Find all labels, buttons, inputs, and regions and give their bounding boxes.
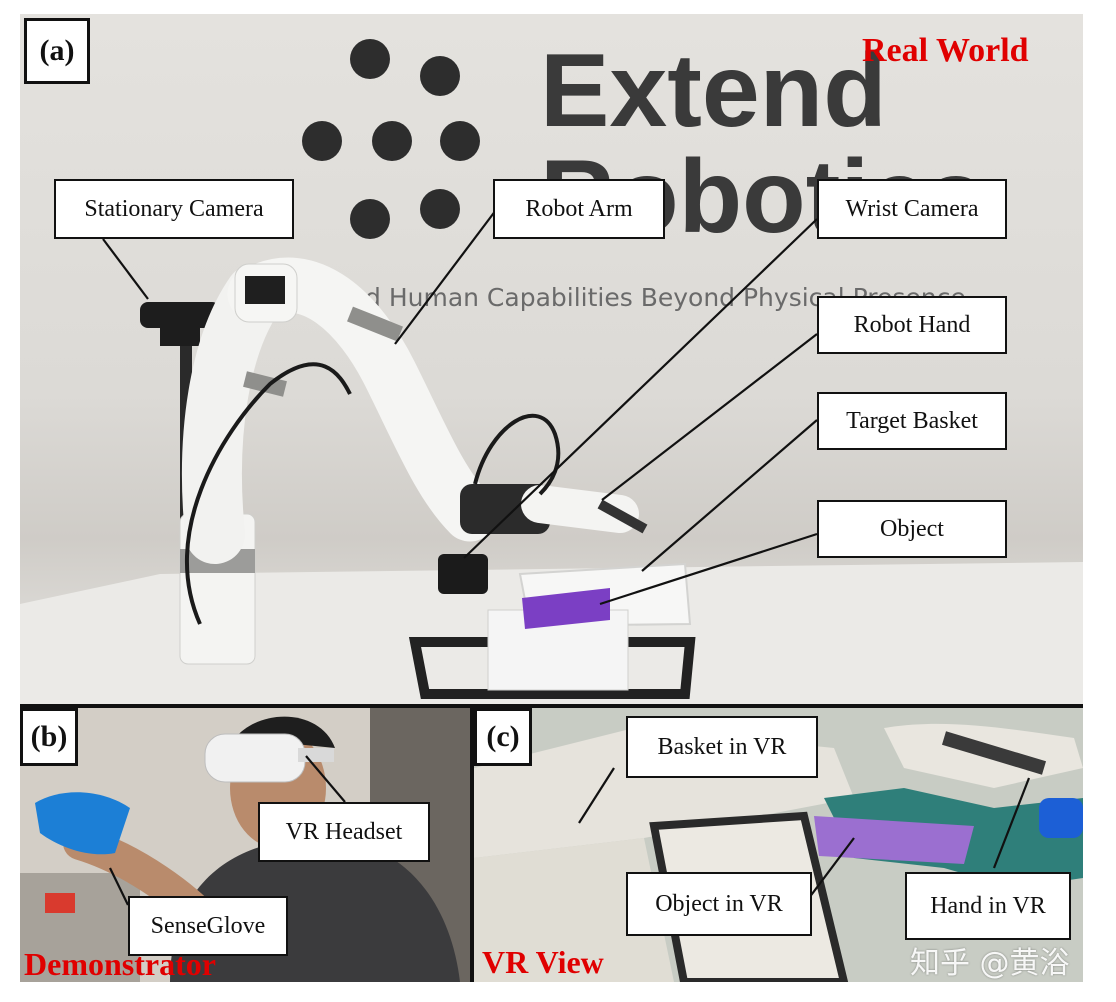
- watermark-text: 知乎 @黄浴: [910, 946, 1070, 981]
- panel-vr-view: (c) Basket in VR Object in VR Hand in VR…: [474, 708, 1083, 982]
- label-robot-arm: Robot Arm: [493, 179, 665, 239]
- vr-hand-highlight: [1039, 798, 1083, 838]
- label-vr-headset: VR Headset: [258, 802, 430, 862]
- vr-basket-shape: [474, 838, 674, 982]
- label-stationary-camera: Stationary Camera: [54, 179, 294, 239]
- panel-demonstrator: (b) VR Headset SenseGlove Demonstrator: [20, 708, 470, 982]
- panel-b-tag: (b): [20, 708, 78, 766]
- senseglove-shape: [35, 792, 130, 855]
- stationary-camera-shape: [140, 302, 220, 328]
- wrist-camera-shape: [438, 554, 488, 594]
- label-target-basket: Target Basket: [817, 392, 1007, 450]
- label-senseglove: SenseGlove: [128, 896, 288, 956]
- logo-text-line1: Extend: [540, 33, 887, 149]
- label-robot-hand: Robot Hand: [817, 296, 1007, 354]
- real-world-scene: Extend Robotics d Human Capabilities Bey…: [20, 33, 1083, 704]
- label-hand-in-vr: Hand in VR: [905, 872, 1071, 940]
- panel-a-title: Real World: [862, 32, 1029, 69]
- label-object: Object: [817, 500, 1007, 558]
- object-shape: [522, 588, 610, 629]
- company-logo-dots: [302, 39, 480, 239]
- panel-divider-vertical: [470, 708, 474, 982]
- panel-b-title: Demonstrator: [24, 946, 216, 982]
- label-object-in-vr: Object in VR: [626, 872, 812, 936]
- panel-a-tag: (a): [24, 18, 90, 84]
- panel-c-title: VR View: [482, 944, 604, 980]
- label-basket-in-vr: Basket in VR: [626, 716, 818, 778]
- vr-headset-shape: [204, 733, 306, 783]
- panel-c-tag: (c): [474, 708, 532, 766]
- robot-arm-shape: [181, 264, 285, 564]
- panel-divider-horizontal: [20, 704, 1083, 708]
- panel-real-world: Extend Robotics d Human Capabilities Bey…: [20, 14, 1083, 704]
- label-wrist-camera: Wrist Camera: [817, 179, 1007, 239]
- vr-object-shape: [814, 816, 974, 864]
